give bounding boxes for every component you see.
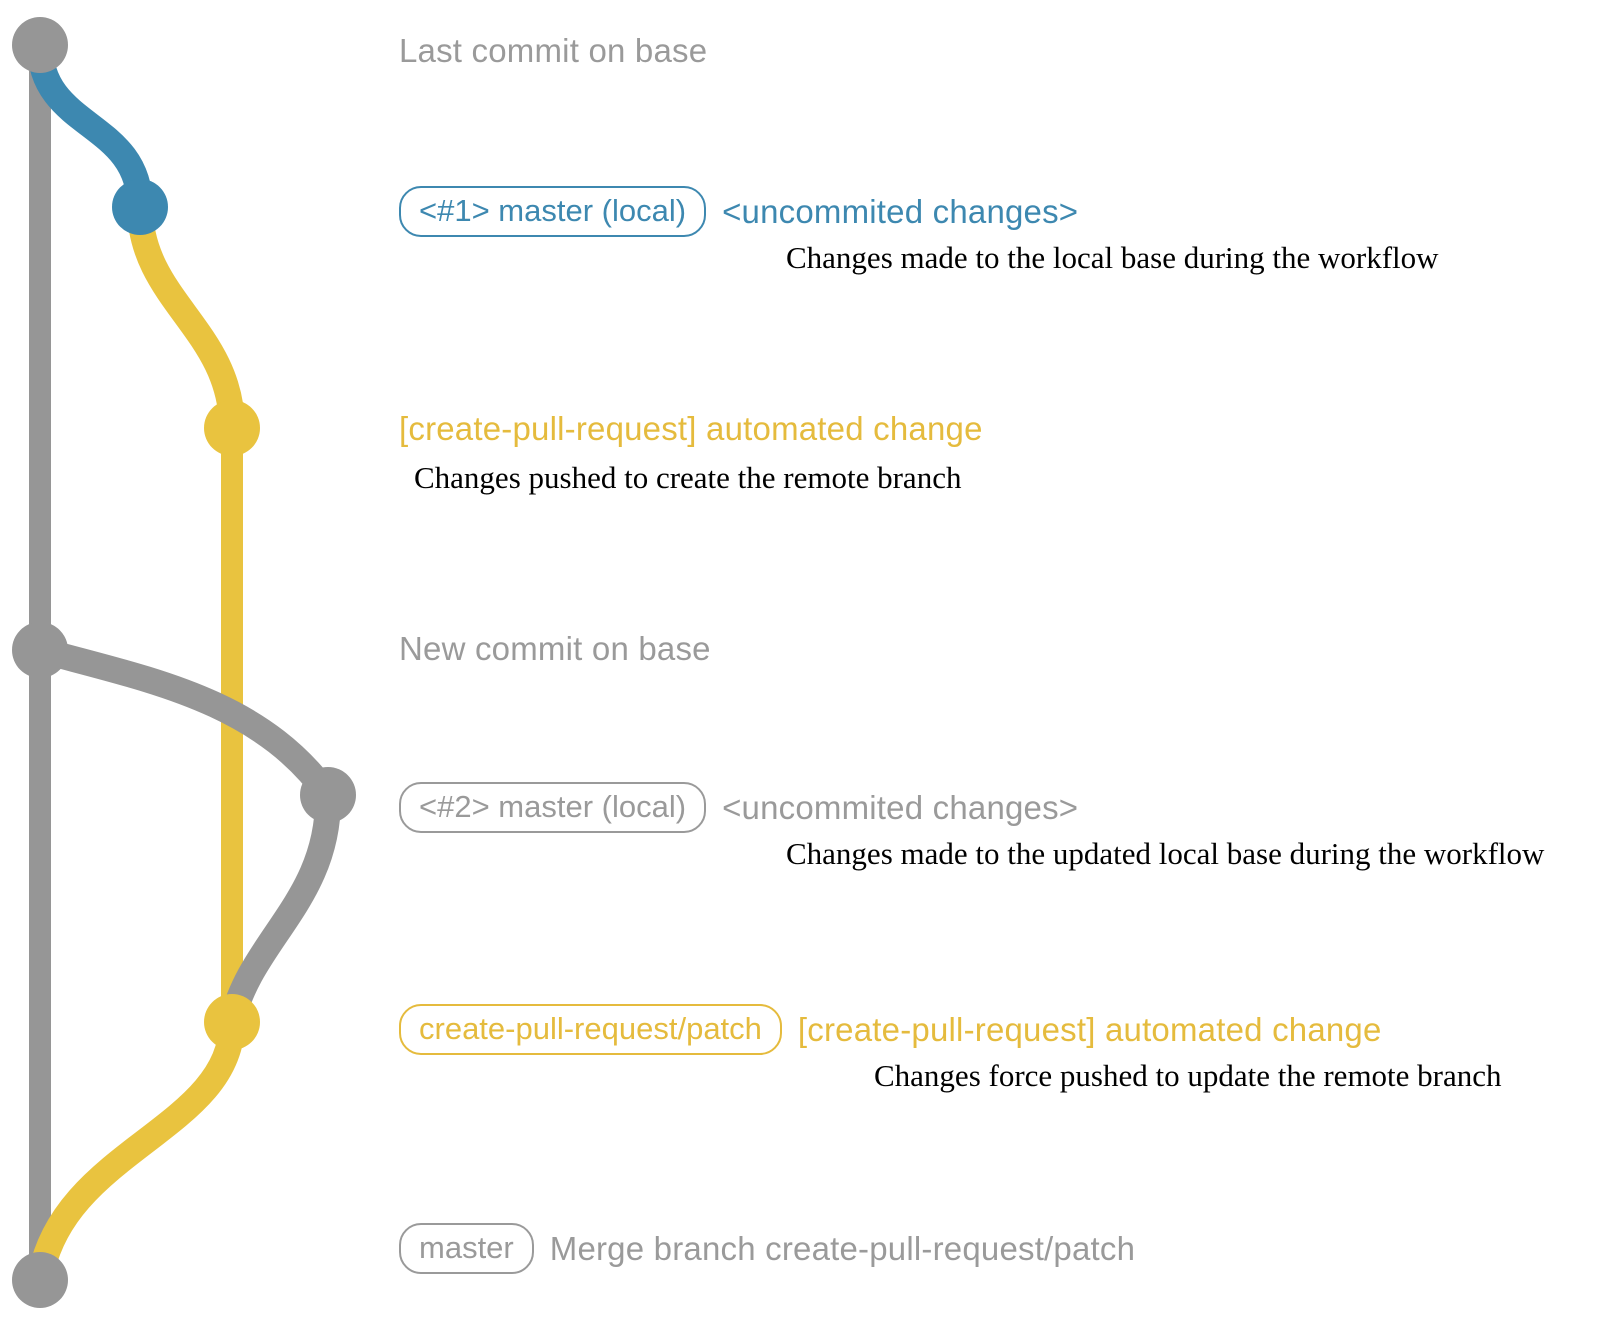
commit-node-base-new[interactable] [12, 622, 68, 678]
commit-subject-uncommited-1: <uncommited changes> [722, 192, 1079, 230]
commit-subject-merge: Merge branch create-pull-request/patch [549, 1229, 1136, 1267]
row-last-commit-on-base: Last commit on base [399, 32, 707, 70]
row-master-merge: master Merge branch create-pull-request/… [399, 1223, 1135, 1274]
commit-subject-last-commit: Last commit on base [399, 32, 708, 69]
commit-node-local-2[interactable] [300, 767, 356, 823]
commit-node-base-last[interactable] [12, 17, 68, 73]
commit-subject-uncommited-2: <uncommited changes> [722, 788, 1079, 826]
commit-subject-new-commit: New commit on base [399, 630, 711, 667]
patch-branch-line-1 [127, 194, 245, 441]
commit-graph [12, 17, 356, 1308]
branch-badge-master-local-2[interactable]: <#2> master (local) [399, 782, 707, 833]
row-master-local-2: <#2> master (local) <uncommited changes> [399, 782, 1078, 833]
patch-merge-line [27, 1009, 245, 1293]
commit-description-1: Changes made to the local base during th… [786, 240, 1439, 275]
row-new-commit-on-base: New commit on base [399, 630, 711, 668]
branch-badge-create-pull-request-patch[interactable]: create-pull-request/patch [399, 1004, 782, 1055]
row-create-pull-request-patch: create-pull-request/patch [create-pull-r… [399, 1004, 1382, 1055]
branch-badge-master[interactable]: master [399, 1223, 534, 1274]
updated-local-branch-line [27, 637, 341, 808]
row-master-local-1: <#1> master (local) <uncommited changes> [399, 186, 1078, 237]
commit-description-3: Changes made to the updated local base d… [786, 836, 1545, 871]
updated-local-merge-line [219, 782, 342, 1035]
commit-subject-automated-change-2: [create-pull-request] automated change [797, 1010, 1382, 1048]
commit-node-patch-2[interactable] [204, 994, 260, 1050]
commit-description-2: Changes pushed to create the remote bran… [414, 460, 962, 495]
local-branch-line-1 [27, 32, 153, 220]
commit-node-patch-1[interactable] [204, 400, 260, 456]
commit-node-base-merge[interactable] [12, 1252, 68, 1308]
row-automated-change-1: [create-pull-request] automated change [399, 410, 983, 448]
commit-node-local-1[interactable] [112, 179, 168, 235]
branch-badge-master-local-1[interactable]: <#1> master (local) [399, 186, 707, 237]
commit-description-4: Changes force pushed to update the remot… [874, 1058, 1502, 1093]
commit-subject-automated-change-1: [create-pull-request] automated change [399, 410, 983, 447]
